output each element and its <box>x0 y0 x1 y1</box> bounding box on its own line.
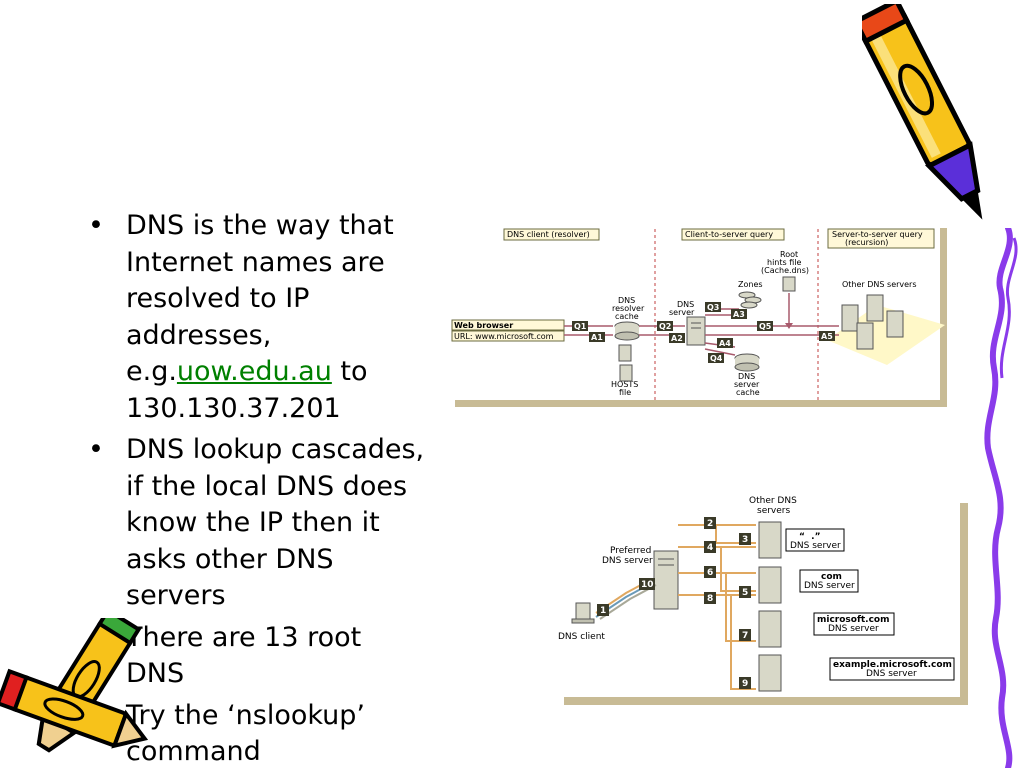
step-8: 8 <box>707 594 713 604</box>
step-1: 1 <box>600 606 606 616</box>
svg-text:(Cache.dns): (Cache.dns) <box>761 266 809 275</box>
hosts-file-label: HOSTS <box>611 380 638 389</box>
bullet-line: command <box>126 736 261 767</box>
example-suffix: to <box>331 356 368 387</box>
step-7: 7 <box>742 631 748 641</box>
pencil-icon-bottom-left <box>0 618 149 753</box>
tag-q4: Q4 <box>710 354 723 363</box>
bullet-item-nslookup: • Try the ‘nslookup’ command <box>88 698 488 771</box>
bullet-line: DNS lookup cascades, <box>126 434 425 465</box>
step-10: 10 <box>641 580 654 590</box>
root-hints-label: Root <box>780 250 798 259</box>
svg-text:cache: cache <box>736 388 760 397</box>
tag-a4: A4 <box>719 339 731 348</box>
microsoft-server-sub: DNS server <box>828 624 879 634</box>
root-server-name: “ .” <box>799 532 821 542</box>
bullet-item-cascade: • DNS lookup cascades, if the local DNS … <box>88 432 488 615</box>
section-c2s-label: Client-to-server query <box>685 230 773 239</box>
svg-text:cache: cache <box>615 312 639 321</box>
bullet-item-dns-definition: • DNS is the way that Internet names are… <box>88 208 488 427</box>
bullet-line: DNS is the way that <box>126 210 394 241</box>
svg-text:hints file: hints file <box>767 258 801 267</box>
bullet-line: Try the ‘nslookup’ <box>126 699 366 731</box>
example-server-name: example.microsoft.com <box>833 660 952 670</box>
bullet-line: addresses, <box>126 319 272 351</box>
bullet-line: know the IP then it <box>126 507 380 538</box>
dns-recursion-diagram: Other DNS servers Preferred DNS server D… <box>556 495 968 705</box>
example-prefix: e.g. <box>126 356 177 387</box>
microsoft-server-name: microsoft.com <box>817 615 890 625</box>
step-4: 4 <box>707 543 713 553</box>
other-dns-servers-label: Other DNS <box>749 496 797 506</box>
tag-a2: A2 <box>671 334 683 343</box>
step-6: 6 <box>707 568 713 578</box>
bullet-line: There are 13 root <box>126 621 362 653</box>
dns-server-label: DNS <box>677 300 694 309</box>
pencil-icon-top-right <box>862 4 983 220</box>
root-server-sub: DNS server <box>790 541 841 551</box>
tag-q2: Q2 <box>659 322 671 331</box>
preferred-server-label: Preferred <box>610 546 651 556</box>
server-cache-label: DNS <box>738 372 755 381</box>
tag-a1: A1 <box>591 333 603 342</box>
other-dns-label: Other DNS servers <box>842 280 917 289</box>
bullet-line: servers <box>126 580 226 611</box>
com-server-name: com <box>821 572 842 582</box>
dns-client-label: DNS client <box>558 632 605 642</box>
svg-text:servers: servers <box>757 506 790 516</box>
svg-text:DNS server: DNS server <box>602 556 653 566</box>
tag-a5: A5 <box>821 332 833 341</box>
svg-text:resolver: resolver <box>612 304 645 313</box>
svg-text:file: file <box>619 388 631 397</box>
ip-address: 130.130.37.201 <box>126 392 341 424</box>
step-5: 5 <box>742 588 748 598</box>
bullet-line: resolved to IP <box>126 283 310 314</box>
step-3: 3 <box>742 535 748 545</box>
example-server-sub: DNS server <box>866 669 917 679</box>
resolver-cache-label: DNS <box>618 296 635 305</box>
bullet-line: Internet names are <box>126 246 385 278</box>
tag-q5: Q5 <box>759 322 772 331</box>
section-s2s-label: Server-to-server query <box>832 230 923 239</box>
bullet-line: if the local DNS does <box>126 470 408 502</box>
dns-query-diagram: DNS client (resolver) Client-to-server q… <box>450 225 947 407</box>
zones-label: Zones <box>738 280 763 289</box>
com-server-sub: DNS server <box>804 581 855 591</box>
uow-link[interactable]: uow.edu.au <box>176 356 332 387</box>
tag-a3: A3 <box>733 310 745 319</box>
web-browser-label: Web browser <box>454 321 513 330</box>
bullet-list: • DNS is the way that Internet names are… <box>88 208 488 776</box>
section-client-label: DNS client (resolver) <box>507 230 590 239</box>
bullet-marker: • <box>88 434 104 465</box>
section-s2s-sub: (recursion) <box>845 238 888 247</box>
decorative-squiggle-line <box>984 228 1018 768</box>
bullet-line: DNS <box>126 658 185 689</box>
bullet-line: asks other DNS <box>126 543 334 575</box>
url-label: URL: www.microsoft.com <box>454 332 554 341</box>
bullet-marker: • <box>88 210 104 241</box>
tag-q3: Q3 <box>707 303 719 312</box>
svg-text:server: server <box>669 308 695 317</box>
step-2: 2 <box>707 519 713 529</box>
tag-q1: Q1 <box>574 322 587 331</box>
step-9: 9 <box>742 679 748 689</box>
svg-text:server: server <box>734 380 760 389</box>
